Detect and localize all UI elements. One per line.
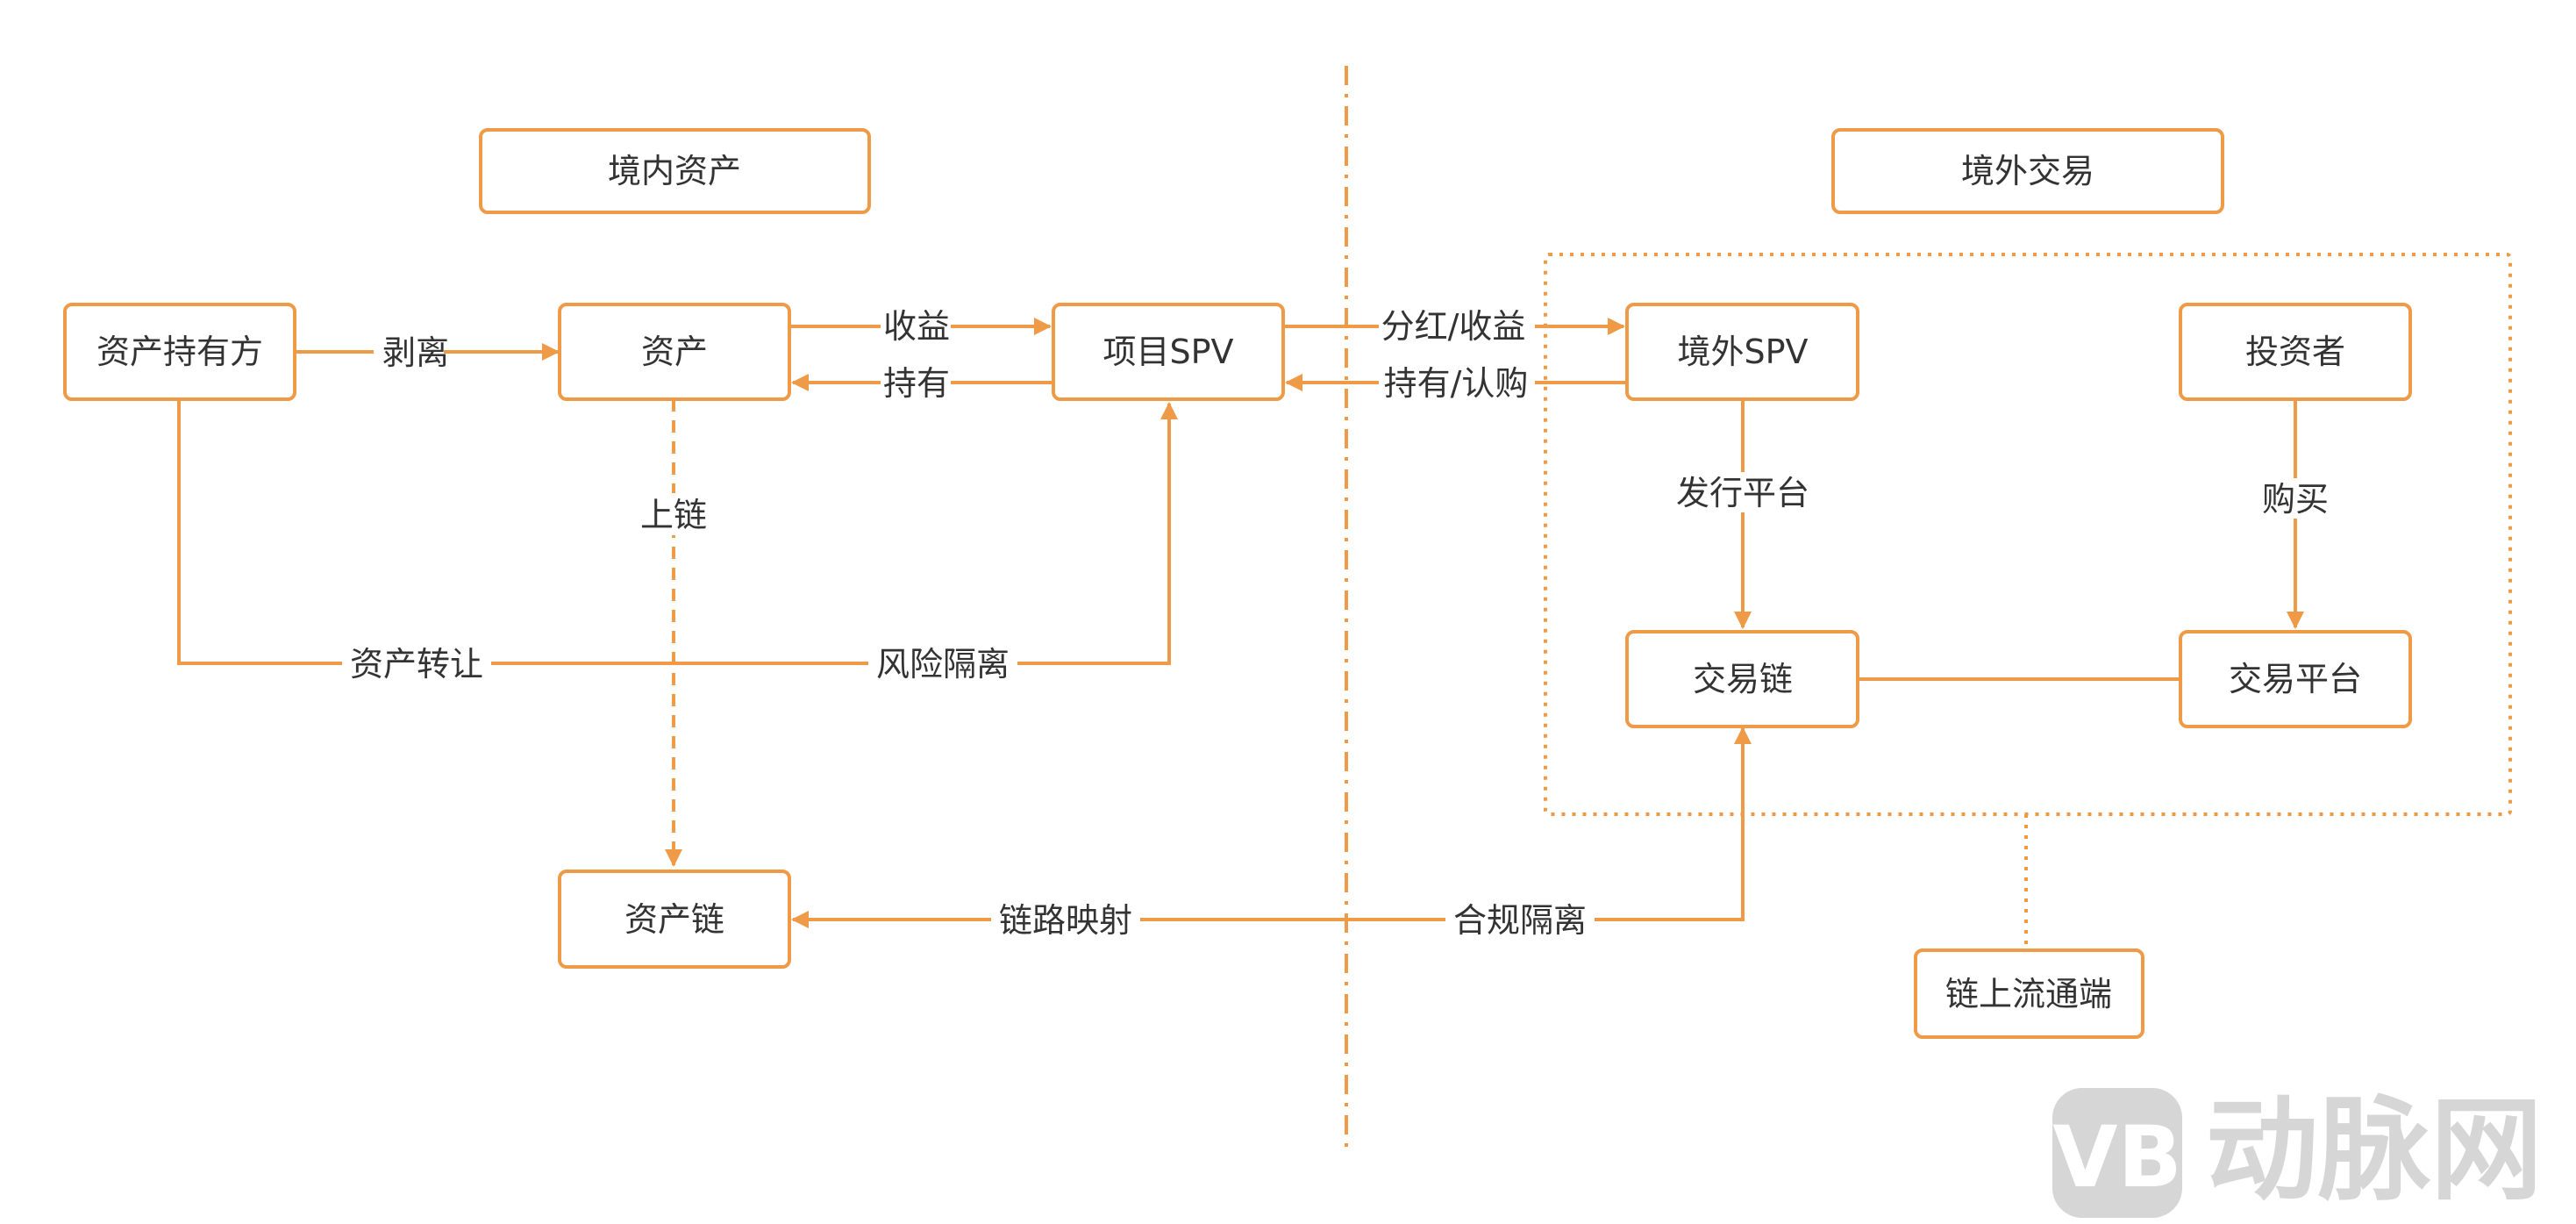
svg-text:合规隔离: 合规隔离 [1453, 901, 1587, 940]
edge-label-strip: 剥离 [374, 332, 449, 372]
node-asset-chain: 资产链 [558, 870, 791, 969]
node-overseas-spv: 境外SPV [1625, 303, 1859, 401]
edge-label-hold: 持有 [881, 363, 951, 404]
svg-text:资产持有方: 资产持有方 [96, 333, 263, 371]
node-asset-holder: 资产持有方 [63, 303, 296, 401]
svg-text:交易链: 交易链 [1693, 660, 1793, 698]
edge-label-issuance-platform: 发行平台 [1668, 472, 1817, 512]
svg-text:交易平台: 交易平台 [2229, 660, 2362, 698]
edge-label-on-chain: 上链 [637, 493, 710, 535]
edge-label-compliance-isolation: 合规隔离 [1445, 899, 1595, 940]
node-trading-chain: 交易链 [1625, 630, 1859, 728]
svg-text:持有/认购: 持有/认购 [1384, 364, 1529, 403]
svg-text:资产转让: 资产转让 [350, 645, 483, 684]
edge-label-link-mapping: 链路映射 [991, 899, 1140, 940]
edge-label-dividend-income: 分红/收益 [1379, 307, 1535, 347]
svg-text:上链: 上链 [640, 496, 707, 534]
watermark-text: 动脉网 [2206, 1085, 2543, 1216]
svg-text:持有: 持有 [883, 364, 950, 403]
watermark: VB 动脉网 [2052, 1085, 2543, 1218]
svg-text:购买: 购买 [2262, 480, 2329, 519]
svg-text:发行平台: 发行平台 [1676, 474, 1809, 512]
svg-text:链路映射: 链路映射 [999, 901, 1132, 940]
vb-logo-icon: VB [2052, 1088, 2182, 1218]
svg-text:VB: VB [2052, 1108, 2181, 1206]
edge-label-income: 收益 [881, 307, 951, 347]
edge-asset-transfer [177, 399, 1178, 665]
svg-text:分红/收益: 分红/收益 [1381, 307, 1526, 346]
svg-text:项目SPV: 项目SPV [1102, 333, 1233, 371]
svg-text:资产: 资产 [641, 333, 708, 371]
svg-text:境外SPV: 境外SPV [1677, 333, 1808, 371]
svg-text:境外交易: 境外交易 [1961, 152, 2094, 190]
edge-label-purchase: 购买 [2258, 478, 2332, 519]
region-overseas: 境外交易 [1831, 128, 2224, 214]
region-domestic: 境内资产 [479, 128, 871, 214]
svg-text:风险隔离: 风险隔离 [876, 645, 1010, 684]
node-onchain-circulation: 链上流通端 [1914, 948, 2144, 1039]
edge-label-risk-isolation: 风险隔离 [868, 643, 1017, 684]
svg-text:资产链: 资产链 [624, 900, 724, 939]
node-trading-platform: 交易平台 [2179, 630, 2412, 728]
svg-text:收益: 收益 [883, 307, 950, 346]
svg-text:剥离: 剥离 [382, 333, 449, 372]
node-asset: 资产 [558, 303, 791, 401]
edge-compliance-mapping [791, 727, 1752, 928]
node-project-spv: 项目SPV [1052, 303, 1285, 401]
node-investor: 投资者 [2179, 303, 2412, 401]
edge-label-hold-subscribe: 持有/认购 [1379, 363, 1535, 404]
edge-label-asset-transfer: 资产转让 [342, 643, 491, 684]
svg-text:投资者: 投资者 [2245, 333, 2345, 371]
svg-text:境内资产: 境内资产 [608, 152, 741, 190]
svg-text:链上流通端: 链上流通端 [1945, 975, 2112, 1013]
